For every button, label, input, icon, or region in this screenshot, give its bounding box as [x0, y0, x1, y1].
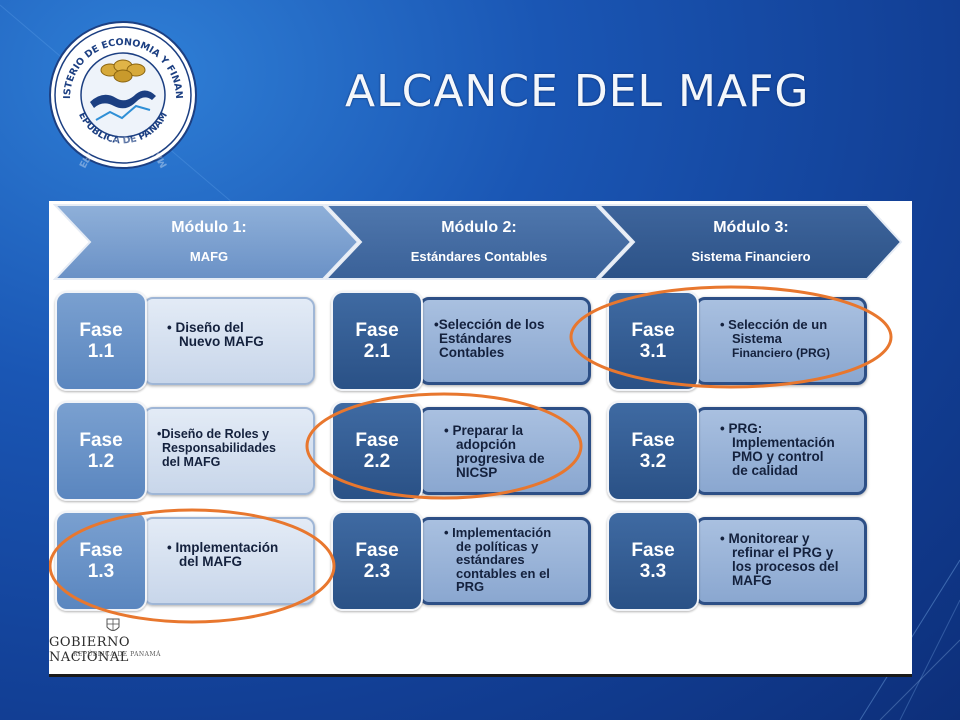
republica-text: REPÚBLICA DE PANAMÁ: [73, 651, 161, 658]
coat-of-arms-icon: [106, 618, 120, 631]
module-2-chevron: [323, 204, 633, 280]
gobierno-nacional-text: GOBIERNO NACIONAL: [49, 635, 131, 665]
module-1-chevron: [53, 204, 360, 280]
module-2-label: Módulo 2: Estándares Contables: [410, 219, 548, 264]
phase-2-2-description: • Preparar la adopción progresiva de NIC…: [419, 407, 591, 495]
phase-1-2-description: •Diseño de Roles y Responsabilidades del…: [143, 407, 315, 495]
phase-1-3-description: • Implementación del MAFG: [143, 517, 315, 605]
phase-2-3-description: • Implementación de políticas y estándar…: [419, 517, 591, 605]
module-3-label: Módulo 3: Sistema Financiero: [691, 219, 811, 264]
phase-3-2-description: • PRG: Implementación PMO y control de c…: [695, 407, 867, 495]
phase-2-1-description: •Selección de los Estándares Contables: [419, 297, 591, 385]
slide-title: ALCANCE DEL MAFG: [345, 66, 810, 117]
scope-diagram: Módulo 1: MAFG Módulo 2: Estándares Cont…: [49, 201, 912, 677]
phase-1-1-description: • Diseño del Nuevo MAFG: [143, 297, 315, 385]
ministry-seal: MINISTERIO DE ECONOMIA Y FINANZAS REPUBL…: [43, 12, 198, 170]
module-chevrons: [53, 204, 903, 280]
phase-3-1-description: • Selección de un Sistema Financiero (PR…: [695, 297, 867, 385]
module-1-label: Módulo 1: MAFG: [171, 219, 247, 264]
module-3-chevron: [596, 204, 903, 280]
phase-3-3-description: • Monitorear y refinar el PRG y los proc…: [695, 517, 867, 605]
gobierno-nacional-logo: GOBIERNO NACIONAL REPÚBLICA DE PANAMÁ: [49, 618, 169, 669]
